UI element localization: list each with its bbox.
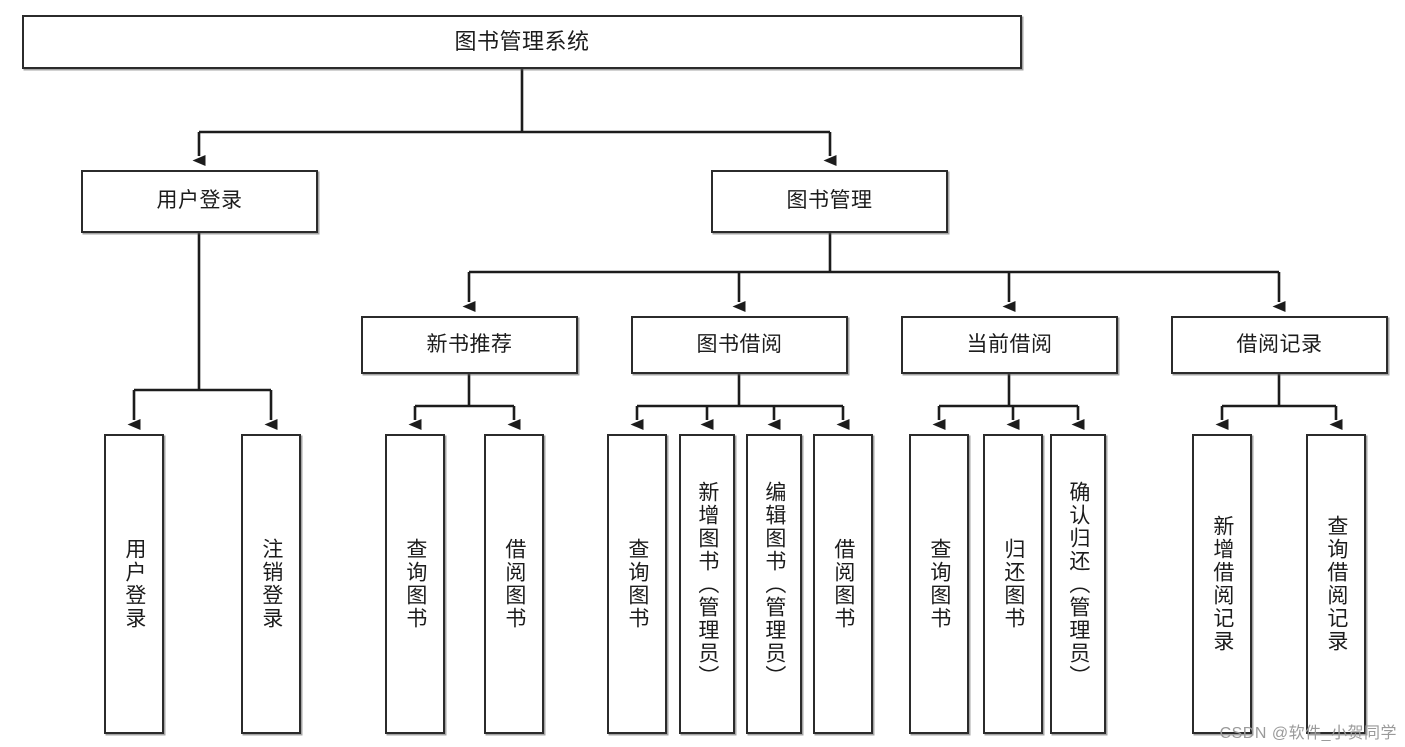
node-user-login[interactable]: 用户登录 <box>81 170 318 233</box>
node-leaf-add-book[interactable]: 新增图书（管理员） <box>679 434 735 734</box>
node-leaf-edit-book[interactable]: 编辑图书（管理员） <box>746 434 802 734</box>
node-new-book-rec[interactable]: 新书推荐 <box>361 316 578 374</box>
node-leaf-query-book-3-label: 查询图书 <box>927 538 951 630</box>
node-leaf-query-book-2[interactable]: 查询图书 <box>607 434 667 734</box>
node-leaf-confirm-return-label: 确认归还（管理员） <box>1066 480 1090 688</box>
node-book-borrow[interactable]: 图书借阅 <box>631 316 848 374</box>
node-leaf-return-book[interactable]: 归还图书 <box>983 434 1043 734</box>
node-book-borrow-label: 图书借阅 <box>696 332 783 356</box>
node-user-login-label: 用户登录 <box>156 189 243 213</box>
node-book-manage[interactable]: 图书管理 <box>711 170 948 233</box>
node-borrow-record-label: 借阅记录 <box>1236 332 1323 356</box>
node-leaf-query-book-2-label: 查询图书 <box>625 538 649 630</box>
node-leaf-query-record-label: 查询借阅记录 <box>1324 515 1348 653</box>
node-leaf-query-record[interactable]: 查询借阅记录 <box>1306 434 1366 734</box>
node-leaf-query-book-1[interactable]: 查询图书 <box>385 434 445 734</box>
node-leaf-query-book-3[interactable]: 查询图书 <box>909 434 969 734</box>
node-leaf-return-book-label: 归还图书 <box>1001 538 1025 630</box>
node-leaf-add-record[interactable]: 新增借阅记录 <box>1192 434 1252 734</box>
node-leaf-add-book-label: 新增图书（管理员） <box>695 480 719 688</box>
node-leaf-borrow-book-1-label: 借阅图书 <box>502 538 526 630</box>
node-leaf-query-book-1-label: 查询图书 <box>403 538 427 630</box>
node-leaf-confirm-return[interactable]: 确认归还（管理员） <box>1050 434 1106 734</box>
node-root-label: 图书管理系统 <box>454 29 590 55</box>
node-new-book-rec-label: 新书推荐 <box>426 332 513 356</box>
node-leaf-borrow-book-2[interactable]: 借阅图书 <box>813 434 873 734</box>
node-leaf-logout-label: 注销登录 <box>259 538 283 630</box>
node-leaf-borrow-book-1[interactable]: 借阅图书 <box>484 434 544 734</box>
node-leaf-user-login[interactable]: 用户登录 <box>104 434 164 734</box>
node-book-manage-label: 图书管理 <box>786 189 873 213</box>
node-leaf-logout[interactable]: 注销登录 <box>241 434 301 734</box>
watermark: CSDN @软件_小贺同学 <box>1219 725 1397 742</box>
node-leaf-user-login-label: 用户登录 <box>122 538 146 630</box>
node-leaf-add-record-label: 新增借阅记录 <box>1210 515 1234 653</box>
node-leaf-edit-book-label: 编辑图书（管理员） <box>762 480 786 688</box>
node-borrow-record[interactable]: 借阅记录 <box>1171 316 1388 374</box>
node-root[interactable]: 图书管理系统 <box>22 15 1022 69</box>
node-current-borrow[interactable]: 当前借阅 <box>901 316 1118 374</box>
node-current-borrow-label: 当前借阅 <box>966 332 1053 356</box>
node-leaf-borrow-book-2-label: 借阅图书 <box>831 538 855 630</box>
